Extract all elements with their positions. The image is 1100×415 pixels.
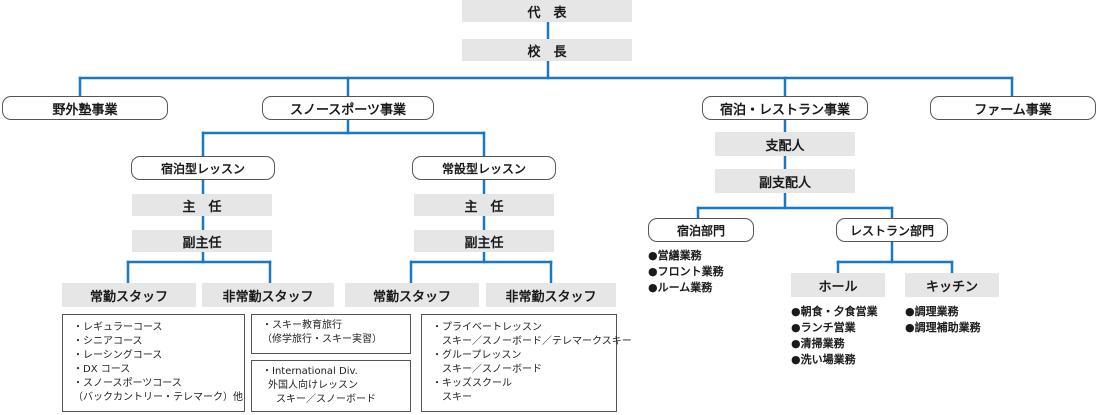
permanent-full-time-staff-label: 常勤スタッフ [372, 289, 451, 305]
farm-label: ファーム事業 [974, 102, 1052, 118]
course-item: ・スノースポーツコース [73, 378, 182, 389]
list-item: ●ランチ営業 [791, 321, 856, 334]
course-item: ・プライベートレッスン [432, 322, 542, 333]
lodging-full-time-staff-box: 常勤スタッフ [62, 283, 196, 307]
representative-label: 代 表 [527, 5, 567, 21]
list-item: ●調理補助業務 [905, 321, 981, 334]
course-item: ・レーシングコース [73, 350, 163, 361]
permanent-lessons-deputy-box: 副主任 [414, 230, 554, 252]
lodging-full-time-courses-box: ・レギュラーコース ・シニアコース ・レーシングコース ・DX コース ・スノー… [62, 314, 245, 412]
course-item: ・International Div. [262, 366, 358, 377]
restaurant-dept-node: レストラン部門 [836, 218, 948, 242]
lodging-dept-label: 宿泊部門 [676, 223, 725, 238]
list-item: ●ルーム業務 [648, 281, 713, 294]
course-item: （バックカントリー・テレマーク）他 [73, 392, 243, 403]
lodging-dept-node: 宿泊部門 [648, 218, 754, 242]
permanent-lessons-label: 常設型レッスン [441, 161, 526, 176]
course-item: スキー／スノーボード／テレマークスキー [442, 336, 632, 347]
lodging-lessons-deputy-label: 副主任 [182, 235, 222, 251]
lodging-part-time-staff-box: 非常勤スタッフ [202, 283, 334, 307]
list-item: ●洗い場業務 [791, 353, 856, 366]
list-item: ●フロント業務 [648, 265, 724, 278]
outdoor-school-label: 野外塾事業 [52, 102, 118, 118]
hall-box: ホール [791, 273, 885, 297]
permanent-courses-box: ・プライベートレッスン スキー／スノーボード／テレマークスキー ・グループレッス… [421, 314, 632, 412]
permanent-full-time-staff-box: 常勤スタッフ [345, 283, 479, 307]
lodging-lessons-node: 宿泊型レッスン [131, 156, 275, 180]
farm-division: ファーム事業 [930, 96, 1096, 120]
lodging-full-time-staff-label: 常勤スタッフ [89, 289, 168, 305]
course-item: ・レギュラーコース [73, 322, 163, 333]
permanent-lessons-deputy-label: 副主任 [464, 235, 504, 251]
manager-box: 支配人 [715, 132, 855, 156]
principal-box: 校 長 [462, 39, 632, 61]
permanent-part-time-staff-box: 非常勤スタッフ [486, 283, 616, 307]
permanent-lessons-chief-label: 主 任 [464, 199, 504, 215]
deputy-manager-box: 副支配人 [715, 169, 855, 193]
lodging-restaurant-division: 宿泊・レストラン事業 [702, 96, 868, 120]
deputy-manager-label: 副支配人 [758, 175, 811, 191]
lodging-lessons-chief-box: 主 任 [132, 194, 272, 216]
kitchen-box: キッチン [905, 273, 999, 297]
course-item: ・DX コース [73, 364, 131, 375]
list-item: ●営繕業務 [648, 249, 702, 262]
course-item: ・グループレッスン [432, 350, 522, 361]
course-item: ・キッズスクール [432, 378, 512, 389]
course-item: スキー／スノーボード [276, 394, 376, 405]
snow-sports-label: スノースポーツ事業 [289, 102, 407, 118]
principal-label: 校 長 [527, 44, 567, 60]
lodging-part-time-box-2: ・International Div. 外国人向けレッスン スキー／スノーボード [251, 360, 411, 412]
permanent-lessons-node: 常設型レッスン [412, 156, 556, 180]
lodging-lessons-deputy-box: 副主任 [132, 230, 272, 252]
lodging-lessons-chief-label: 主 任 [182, 199, 222, 215]
hall-label: ホール [818, 279, 858, 295]
list-item: ●朝食・夕食営業 [791, 305, 878, 318]
kitchen-duties: ●調理業務 ●調理補助業務 [905, 304, 981, 336]
list-item: ●調理業務 [905, 305, 959, 318]
course-item: 外国人向けレッスン [268, 380, 358, 391]
lodging-lessons-label: 宿泊型レッスン [160, 161, 245, 176]
representative-box: 代 表 [462, 0, 632, 22]
permanent-lessons-chief-box: 主 任 [414, 194, 554, 216]
lodging-part-time-staff-label: 非常勤スタッフ [222, 289, 314, 305]
permanent-part-time-staff-label: 非常勤スタッフ [505, 289, 597, 305]
course-item: （修学旅行・スキー実習） [262, 334, 382, 345]
course-item: ・シニアコース [73, 336, 143, 347]
list-item: ●清掃業務 [791, 337, 845, 350]
restaurant-dept-label: レストラン部門 [849, 223, 934, 238]
lodging-dept-duties: ●営繕業務 ●フロント業務 ●ルーム業務 [648, 248, 724, 296]
snow-sports-division: スノースポーツ事業 [262, 96, 434, 120]
course-item: ・スキー教育旅行 [262, 320, 342, 331]
lodging-restaurant-label: 宿泊・レストラン事業 [719, 102, 850, 118]
manager-label: 支配人 [765, 138, 805, 154]
course-item: スキー [442, 392, 472, 403]
outdoor-school-division: 野外塾事業 [2, 96, 168, 120]
course-item: スキー／スノーボード [442, 364, 542, 375]
lodging-part-time-box-1: ・スキー教育旅行 （修学旅行・スキー実習） [251, 314, 411, 354]
kitchen-label: キッチン [925, 279, 978, 295]
hall-duties: ●朝食・夕食営業 ●ランチ営業 ●清掃業務 ●洗い場業務 [791, 304, 878, 368]
